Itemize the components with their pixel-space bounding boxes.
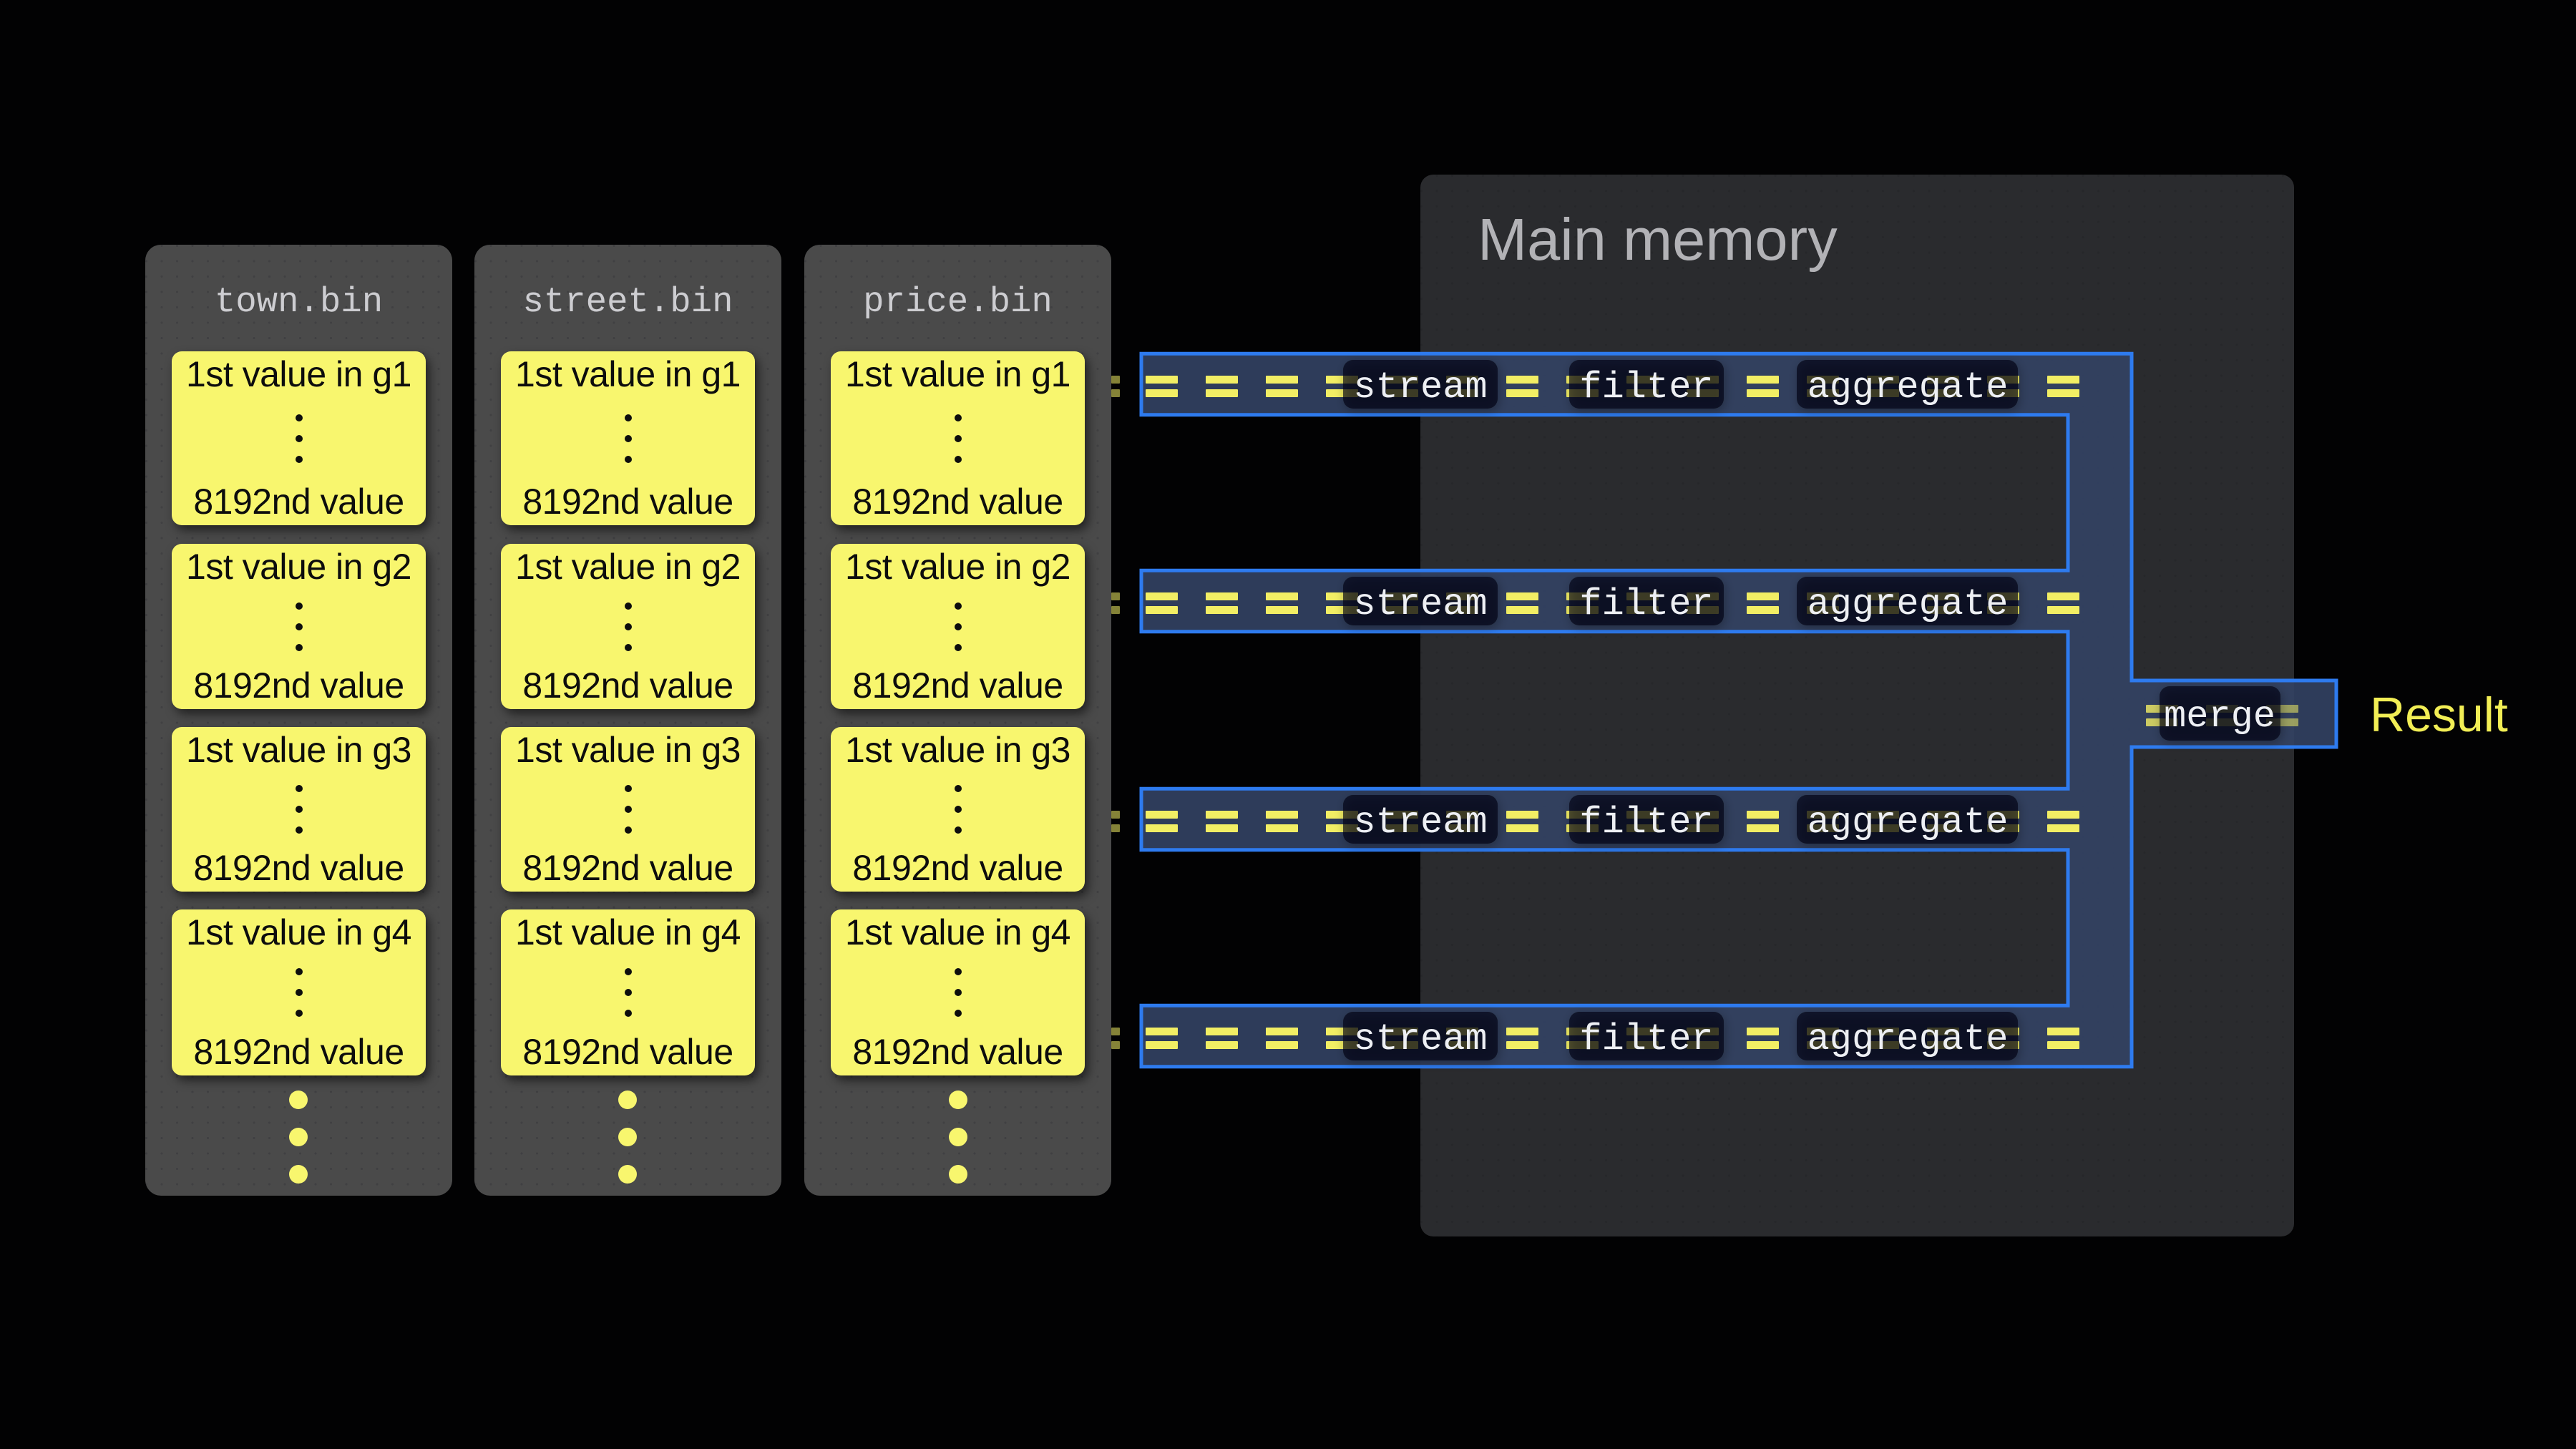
svg-text:merge: merge [2164, 696, 2275, 738]
svg-text:filter: filter [1579, 366, 1713, 409]
svg-text:aggregate: aggregate [1807, 801, 2009, 844]
svg-text:aggregate: aggregate [1807, 1018, 2009, 1060]
svg-text:stream: stream [1353, 801, 1487, 844]
svg-text:stream: stream [1353, 366, 1487, 409]
svg-text:stream: stream [1353, 1018, 1487, 1060]
svg-text:aggregate: aggregate [1807, 366, 2009, 409]
svg-text:stream: stream [1353, 583, 1487, 625]
svg-text:aggregate: aggregate [1807, 583, 2009, 625]
svg-text:Result: Result [2370, 688, 2508, 742]
svg-text:filter: filter [1579, 1018, 1713, 1060]
svg-text:filter: filter [1579, 801, 1713, 844]
svg-text:filter: filter [1579, 583, 1713, 625]
